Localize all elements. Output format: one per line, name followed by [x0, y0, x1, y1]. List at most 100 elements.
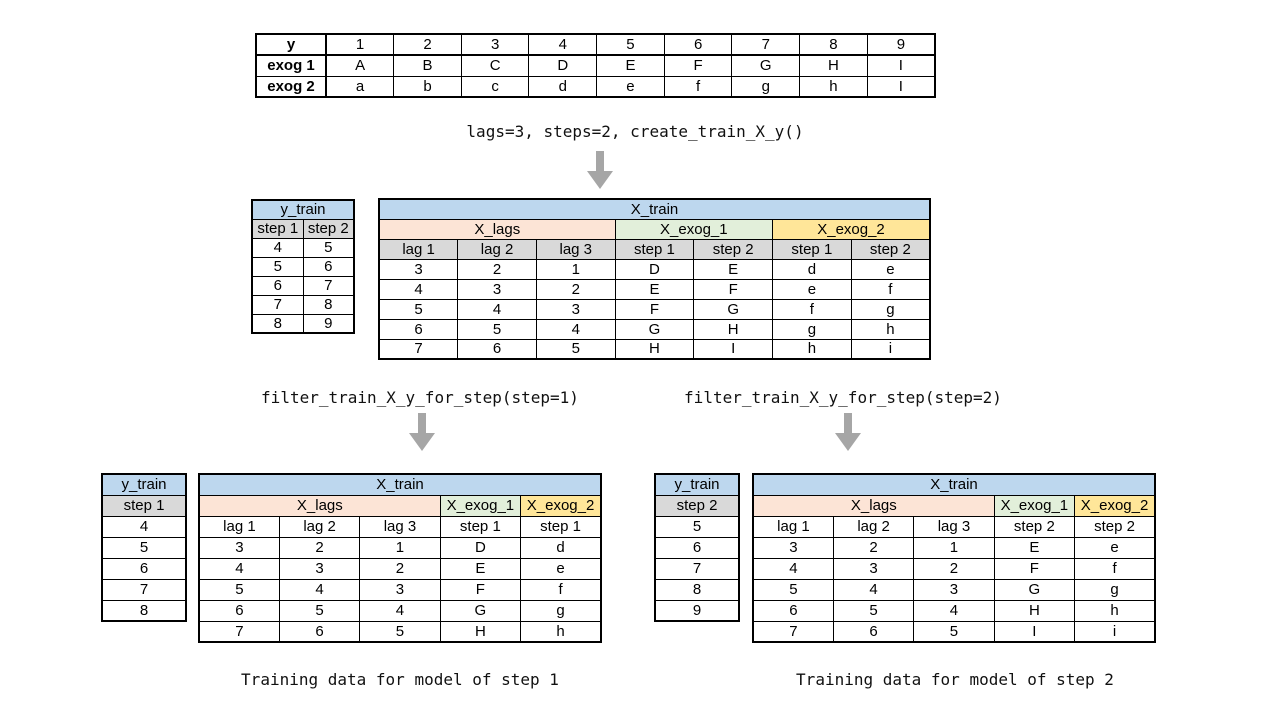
- table-cell: a: [325, 75, 395, 98]
- table-cell: 6: [663, 33, 733, 56]
- table-cell: 8: [251, 313, 304, 334]
- table-cell: exog 1: [255, 54, 327, 77]
- table-cell: g: [520, 599, 602, 622]
- table-cell: 3: [198, 536, 280, 559]
- table-cell: h: [799, 75, 868, 98]
- table-cell: 3: [460, 33, 530, 56]
- table-cell: 5: [832, 599, 915, 622]
- table-row: 7: [654, 557, 740, 580]
- table-cell: y_train: [654, 473, 740, 496]
- table-cell: 6: [457, 338, 537, 360]
- table-cell: e: [1074, 536, 1156, 559]
- table-cell: 4: [457, 298, 537, 320]
- table-cell: X_exog_2: [520, 494, 602, 517]
- table-cell: 4: [278, 578, 361, 601]
- table-cell: g: [1074, 578, 1156, 601]
- table-cell: 8: [101, 599, 187, 622]
- table-row: X_train: [752, 473, 1156, 496]
- table-cell: 5: [654, 515, 740, 538]
- table-cell: step 2: [850, 238, 931, 260]
- table-cell: e: [520, 557, 602, 580]
- table-cell: 6: [832, 620, 915, 643]
- table-cell: 6: [251, 275, 304, 296]
- table-cell: 5: [596, 33, 665, 56]
- table-cell: I: [866, 75, 936, 98]
- table-cell: 5: [378, 298, 459, 320]
- table-cell: 7: [302, 275, 355, 296]
- table-row: y_train: [654, 473, 740, 496]
- table-cell: 6: [302, 256, 355, 277]
- table-cell: 6: [198, 599, 280, 622]
- table-cell: G: [993, 578, 1076, 601]
- table-row: 8: [101, 599, 187, 622]
- table-cell: 5: [457, 318, 537, 340]
- table-cell: step 2: [1074, 515, 1156, 538]
- table-cell: I: [993, 620, 1076, 643]
- table-cell: G: [439, 599, 522, 622]
- table-cell: E: [596, 54, 665, 77]
- table-cell: I: [693, 338, 774, 360]
- table-cell: 9: [654, 599, 740, 622]
- table-cell: H: [614, 338, 695, 360]
- table-cell: D: [528, 54, 598, 77]
- table-cell: g: [731, 75, 801, 98]
- table-cell: F: [993, 557, 1076, 580]
- table-cell: 2: [278, 536, 361, 559]
- table-row: 5: [101, 536, 187, 559]
- table-cell: 1: [325, 33, 395, 56]
- table-cell: b: [393, 75, 462, 98]
- table-cell: 4: [359, 599, 441, 622]
- table-cell: h: [850, 318, 931, 340]
- table-cell: h: [1074, 599, 1156, 622]
- table-cell: i: [1074, 620, 1156, 643]
- table-cell: 8: [654, 578, 740, 601]
- table-cell: 8: [302, 294, 355, 315]
- table-cell: X_train: [198, 473, 602, 496]
- table-cell: 1: [359, 536, 441, 559]
- table-cell: y: [255, 33, 327, 56]
- table-cell: E: [614, 278, 695, 300]
- table-cell: B: [393, 54, 462, 77]
- table-cell: E: [993, 536, 1076, 559]
- table-cell: H: [439, 620, 522, 643]
- table-cell: d: [772, 258, 852, 280]
- caption-step2: Training data for model of step 2: [796, 670, 1114, 689]
- table-cell: 3: [752, 536, 834, 559]
- table-cell: 4: [535, 318, 616, 340]
- table-cell: 2: [359, 557, 441, 580]
- table-cell: 7: [378, 338, 459, 360]
- table-cell: 1: [535, 258, 616, 280]
- table-cell: 2: [913, 557, 995, 580]
- table-cell: X_train: [752, 473, 1156, 496]
- down-arrow-icon: [409, 413, 435, 451]
- table-cell: lag 1: [198, 515, 280, 538]
- table-cell: 5: [251, 256, 304, 277]
- table-cell: f: [772, 298, 852, 320]
- table-cell: E: [439, 557, 522, 580]
- table-cell: 3: [278, 557, 361, 580]
- table-cell: 6: [752, 599, 834, 622]
- table-row: 9: [654, 599, 740, 622]
- table-cell: d: [528, 75, 598, 98]
- table-cell: 4: [251, 237, 304, 258]
- table-cell: 7: [101, 578, 187, 601]
- table-cell: X_exog_1: [614, 218, 774, 240]
- create-train-code-label: lags=3, steps=2, create_train_X_y(): [466, 122, 804, 141]
- table-cell: 7: [251, 294, 304, 315]
- table-cell: step 1: [251, 218, 304, 239]
- table-cell: y_train: [251, 199, 355, 220]
- table-cell: F: [663, 54, 733, 77]
